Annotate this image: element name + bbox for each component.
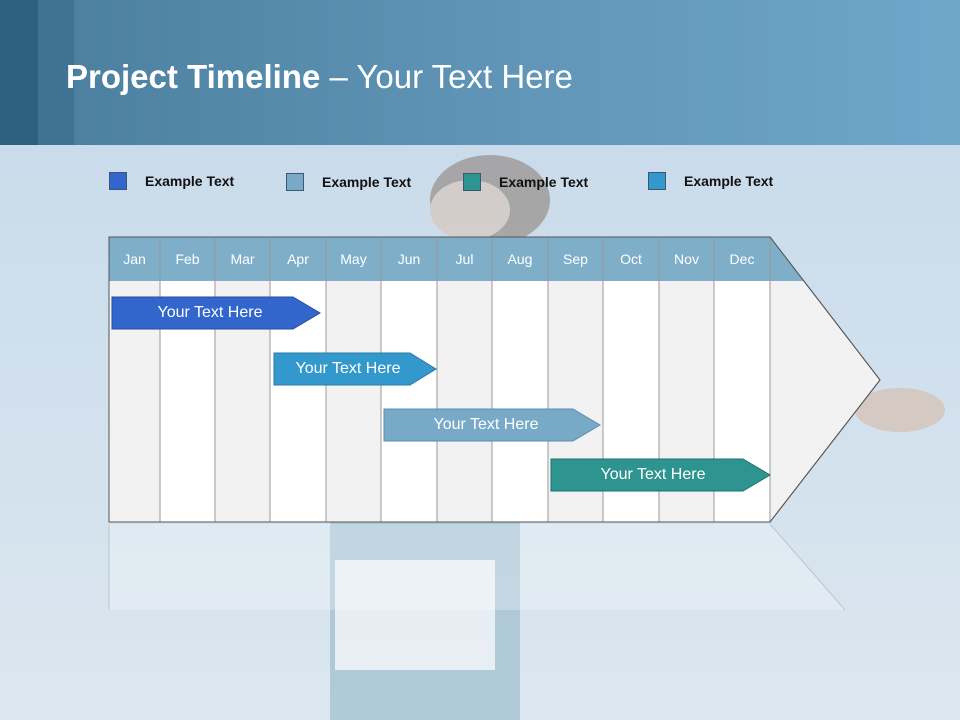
header-accent-strip bbox=[38, 0, 74, 145]
header-accent-strip bbox=[0, 0, 38, 145]
legend-item: Example Text bbox=[286, 171, 411, 193]
legend-swatch bbox=[463, 173, 481, 191]
reflection-edge bbox=[769, 523, 846, 611]
month-label: Mar bbox=[230, 251, 255, 267]
legend-label: Example Text bbox=[684, 173, 774, 189]
slide-title: Project Timeline – Your Text Here bbox=[66, 58, 573, 95]
month-label: Feb bbox=[175, 251, 200, 267]
month-label: Dec bbox=[729, 251, 755, 267]
month-label: Oct bbox=[620, 251, 642, 267]
month-label: Apr bbox=[287, 251, 309, 267]
task-label: Your Text Here bbox=[157, 304, 263, 321]
task-label: Your Text Here bbox=[295, 360, 401, 377]
month-label: Jun bbox=[397, 251, 421, 267]
month-label: Sep bbox=[563, 251, 588, 267]
title-bar bbox=[0, 0, 960, 145]
legend-swatch bbox=[109, 172, 127, 190]
timeline-reflection bbox=[109, 524, 845, 610]
task-bar bbox=[383, 408, 601, 442]
month-label: Aug bbox=[507, 251, 533, 267]
month-label: Jan bbox=[123, 251, 146, 267]
month-label: Nov bbox=[674, 251, 699, 267]
legend-item: Example Text bbox=[109, 170, 234, 192]
task-label: Your Text Here bbox=[600, 466, 706, 483]
task-bar bbox=[550, 458, 771, 492]
legend-item: Example Text bbox=[648, 170, 773, 192]
legend-label: Example Text bbox=[322, 174, 412, 190]
task-bar bbox=[273, 352, 437, 386]
month-header-row bbox=[109, 237, 804, 281]
task-label: Your Text Here bbox=[433, 416, 539, 433]
month-column bbox=[326, 281, 381, 522]
month-label: Jul bbox=[455, 251, 474, 267]
timeline-outline bbox=[108, 236, 881, 523]
month-label: May bbox=[340, 251, 367, 267]
legend-label: Example Text bbox=[145, 173, 235, 189]
month-column bbox=[492, 281, 548, 522]
legend-swatch bbox=[648, 172, 666, 190]
legend-swatch bbox=[286, 173, 304, 191]
month-column bbox=[437, 281, 492, 522]
month-column bbox=[381, 281, 437, 522]
legend-item: Example Text bbox=[463, 171, 588, 193]
task-bar bbox=[111, 296, 321, 330]
legend-label: Example Text bbox=[499, 174, 589, 190]
